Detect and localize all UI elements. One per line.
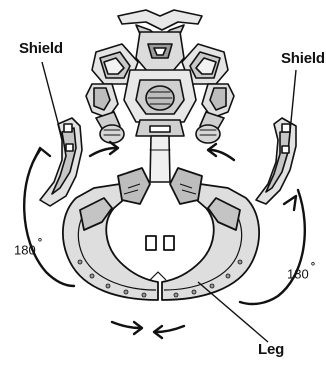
arrow-bottom-right-icon — [112, 322, 142, 334]
leg-left — [63, 184, 158, 300]
rotation-label-right: 180° — [287, 264, 315, 281]
robot-center-post — [150, 136, 170, 182]
leg-right — [162, 184, 259, 300]
robot-figure — [86, 10, 234, 182]
callout-shield-left: Shield — [19, 40, 63, 57]
leader-shield-right — [290, 70, 296, 132]
rotation-value-left: 180 — [14, 242, 36, 257]
degree-symbol-left: ° — [38, 237, 42, 249]
arrow-bottom-left-icon — [154, 326, 184, 338]
callout-leg: Leg — [258, 341, 284, 358]
leg-ring — [63, 168, 259, 300]
degree-symbol-right: ° — [311, 261, 315, 273]
robot-fist-right — [196, 125, 220, 143]
arrow-inward-left-icon — [90, 142, 118, 156]
robot-fist-left — [100, 125, 124, 143]
leader-leg — [198, 282, 268, 342]
rotation-value-right: 180 — [287, 266, 309, 281]
shield-left — [40, 118, 82, 206]
callout-shield-right: Shield — [281, 50, 325, 67]
leader-shield-left — [42, 62, 62, 138]
arrow-inward-right-icon — [208, 144, 234, 160]
rotation-label-left: 180° — [14, 240, 42, 257]
